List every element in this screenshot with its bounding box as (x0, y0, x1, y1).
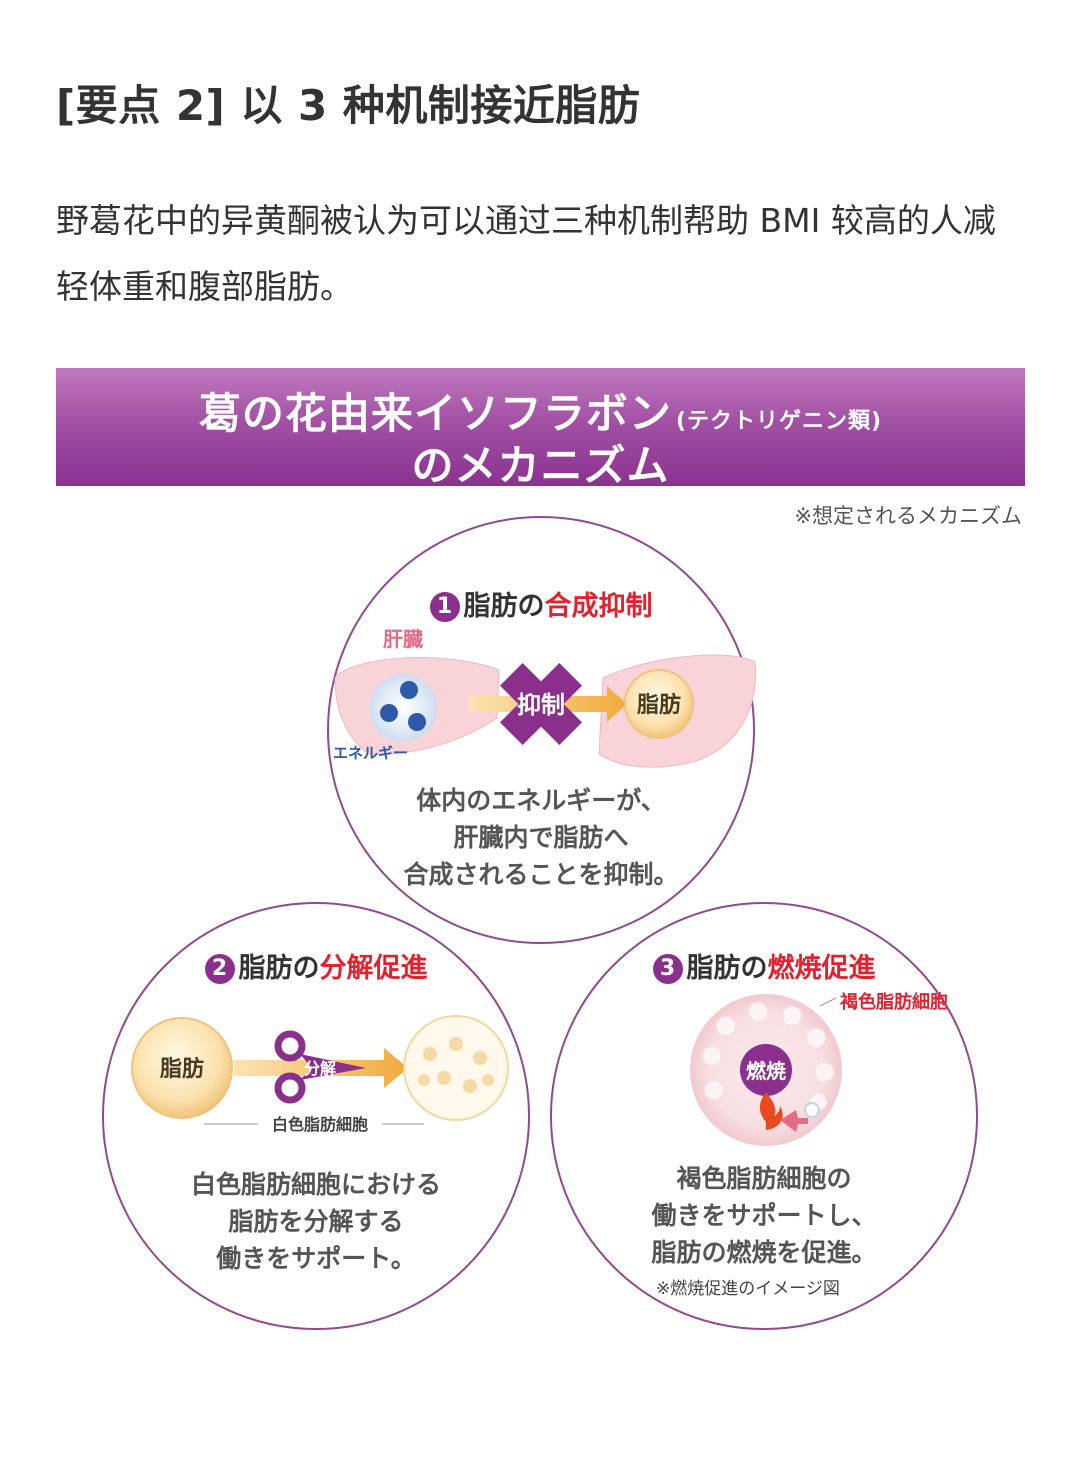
inhibit-cross-icon (499, 662, 583, 746)
page-heading: [要点 2] 以 3 种机制接近脂肪 (56, 81, 641, 130)
liver-label: 肝臓 (383, 627, 423, 651)
banner-title-line1: 葛の花由来イソフラボン(テクトリゲニン類) (56, 380, 1025, 441)
fat-label: 脂肪 (637, 692, 681, 718)
cell-label-line (819, 997, 837, 1007)
burn-label: 燃焼 (746, 1059, 786, 1083)
mechanism-1-description: 体内のエネルギーが、 肝臓内で脂肪へ 合成されることを抑制。 (403, 786, 679, 889)
intro-paragraph: 野葛花中的异黄酮被认为可以通过三种机制帮助 BMI 较高的人减轻体重和腹部脂肪。 (56, 201, 996, 306)
mechanism-3-number: 3 (652, 954, 683, 984)
energy-particles (380, 681, 426, 731)
fat-droplets (418, 1037, 494, 1093)
small-bubble (804, 1102, 820, 1118)
liver-illustration: 肝臓 エネルギー 抑制 脂肪 (333, 627, 757, 768)
mechanism-2-number: 2 (204, 954, 235, 984)
burn-core (740, 1044, 792, 1096)
fat-ball (131, 1017, 233, 1119)
mechanism-3-title-highlight: 燃焼促進 (767, 953, 876, 984)
mechanism-2-title-highlight: 分解促進 (319, 953, 428, 984)
mechanism-1-number: 1 (429, 592, 460, 622)
mechanism-3-description: 褐色脂肪細胞の 働きをサポートし、 脂肪の燃焼を促進。 (651, 1164, 877, 1267)
energy-label: エネルギー (333, 744, 408, 762)
split-label: 分解 (304, 1059, 336, 1078)
energy-arrow (780, 1110, 808, 1132)
mechanism-banner: 葛の花由来イソフラボン(テクトリゲニン類) のメカニズム (56, 368, 1025, 490)
white-fat-illustration: 脂肪 分解 白色脂肪細胞 (131, 1015, 509, 1134)
white-fat-cell-label: 白色脂肪細胞 (272, 1115, 368, 1134)
inhibit-label: 抑制 (517, 691, 565, 719)
mechanism-1-title-prefix: 脂肪の (463, 591, 545, 622)
scissors-icon (274, 1030, 306, 1104)
fat-ball (624, 669, 694, 739)
dispersed-fat-cell (403, 1015, 509, 1121)
mechanism-1-title-highlight: 合成抑制 (544, 591, 653, 622)
cell-droplets (701, 1001, 835, 1112)
assumed-mechanism-note: ※想定されるメカニズム (794, 504, 1022, 528)
mechanism-3-title-prefix: 脂肪の (686, 953, 768, 984)
burn-image-note: ※燃焼促進のイメージ図 (656, 1279, 840, 1299)
brown-fat-cell-label: 褐色脂肪細胞 (839, 991, 948, 1013)
banner-title-sub: (テクトリゲニン類) (675, 409, 883, 434)
fat-label: 脂肪 (160, 1056, 204, 1082)
mechanism-2-description: 白色脂肪細胞における 脂肪を分解する 働きをサポート。 (190, 1170, 441, 1273)
scissors-blades (300, 1054, 366, 1080)
brown-fat-illustration: 燃焼 褐色脂肪細胞 (690, 991, 948, 1146)
flame-icon (759, 1092, 783, 1130)
mechanism-2-title-prefix: 脂肪の (238, 953, 320, 984)
banner-title-line2: のメカニズム (411, 441, 670, 490)
banner-title-main: 葛の花由来イソフラボン (198, 389, 672, 438)
